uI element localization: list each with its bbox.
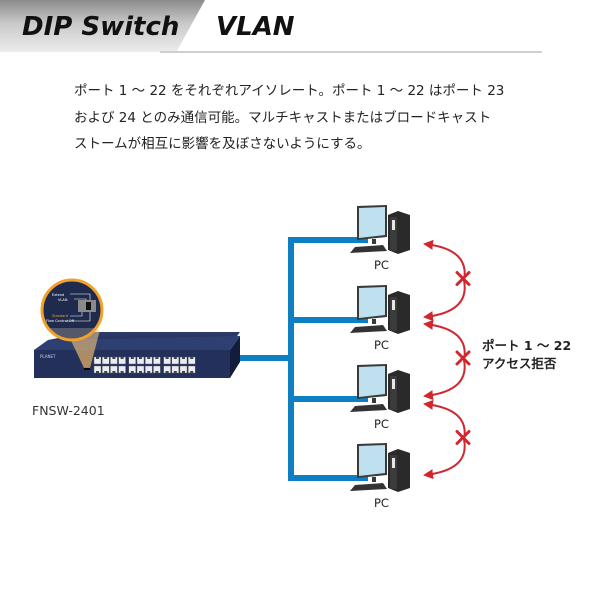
port-latch <box>165 371 169 373</box>
pc-label: PC <box>374 258 389 272</box>
port-latch <box>139 371 142 373</box>
access-denied-line1: ポート 1 〜 22 <box>482 338 572 353</box>
port-latch <box>190 357 194 359</box>
access-denied-label: ポート 1 〜 22 アクセス拒否 <box>482 337 571 373</box>
branch-line <box>288 317 368 323</box>
branch-line <box>288 237 368 243</box>
pc-icon <box>350 443 410 492</box>
access-denied-line2: アクセス拒否 <box>482 356 557 371</box>
tab-dip-switch-label: DIP Switch <box>22 12 180 42</box>
callout-circle <box>42 280 102 340</box>
port-latch <box>130 357 134 359</box>
port-latch <box>155 357 159 359</box>
dip-label-flow-control: Flow Control Off <box>46 319 75 323</box>
dip-switch-slot <box>84 367 90 370</box>
bidirectional-arrow <box>423 399 466 480</box>
pc-icon <box>350 364 410 413</box>
bidirectional-arrow <box>423 239 466 322</box>
header: DIP Switch VLAN <box>0 0 600 56</box>
blocked-x-icon <box>455 350 471 366</box>
port-latch <box>120 371 124 373</box>
pc-label: PC <box>374 417 389 431</box>
deny-arrow <box>423 399 471 480</box>
port-latch <box>173 357 177 359</box>
section-title: VLAN <box>216 12 295 42</box>
port-latch <box>155 371 159 373</box>
description: ポート 1 〜 22 をそれぞれアイソレート。ポート 1 〜 22 はポート 2… <box>74 78 544 158</box>
port-latch <box>112 371 116 373</box>
port-latch <box>182 371 185 373</box>
tab-dip-switch[interactable] <box>0 0 205 52</box>
blocked-x-icon <box>455 271 471 286</box>
switch-ports <box>93 356 196 374</box>
port-latch <box>147 357 151 359</box>
pc-keyboard <box>350 483 387 491</box>
port-latch <box>165 357 169 359</box>
port-latch <box>112 357 116 359</box>
port-latch <box>104 371 108 373</box>
header-divider <box>160 51 542 53</box>
description-line: ポート 1 〜 22 をそれぞれアイソレート。ポート 1 〜 22 はポート 2… <box>74 83 505 99</box>
switch-model-label: FNSW-2401 <box>32 403 105 418</box>
port-latch <box>182 357 185 359</box>
pc-icon <box>350 205 410 254</box>
port-latch <box>130 371 134 373</box>
pc-screen <box>359 287 385 318</box>
branch-line <box>288 475 368 481</box>
blocked-x-icon <box>455 430 471 445</box>
deny-arrow <box>423 319 471 401</box>
pc-screen <box>359 207 385 238</box>
trunk-line <box>288 237 294 481</box>
dip-switch-toggle <box>86 302 91 310</box>
pc-keyboard <box>350 404 387 412</box>
dip-callout: Extend VLAN Standard Flow Control Off <box>40 278 104 368</box>
pc-keyboard <box>350 325 387 333</box>
description-line: および 24 とのみ通信可能。マルチキャストまたはブロードキャスト <box>74 109 492 126</box>
branch-line <box>288 396 368 402</box>
port-latch <box>190 371 194 373</box>
pc-screen <box>359 445 385 476</box>
dip-label-vlan: VLAN <box>58 298 68 302</box>
pc-label: PC <box>374 338 389 352</box>
deny-arrow <box>423 239 471 322</box>
pc-group <box>350 205 410 492</box>
bidirectional-arrow <box>423 319 466 401</box>
callout-ring <box>40 278 104 342</box>
switch-brand-logo: PLANET <box>40 354 56 359</box>
network-links <box>232 237 368 481</box>
pc-label: PC <box>374 496 389 510</box>
port-latch <box>96 371 99 373</box>
port-latch <box>173 371 177 373</box>
port-latch <box>120 357 124 359</box>
pc-screen <box>359 366 385 397</box>
description-line: ストームが相互に影響を及ぼさないようにする。 <box>74 136 371 152</box>
uplink-line <box>232 355 292 361</box>
deny-arrows <box>423 239 471 480</box>
port-latch <box>147 371 151 373</box>
port-latch <box>104 357 108 359</box>
dip-label-extend: Extend <box>52 293 64 297</box>
dip-label-standard: Standard <box>52 314 68 318</box>
pc-icon <box>350 285 410 334</box>
pc-keyboard <box>350 245 387 253</box>
port-latch <box>96 357 99 359</box>
port-latch <box>139 357 142 359</box>
